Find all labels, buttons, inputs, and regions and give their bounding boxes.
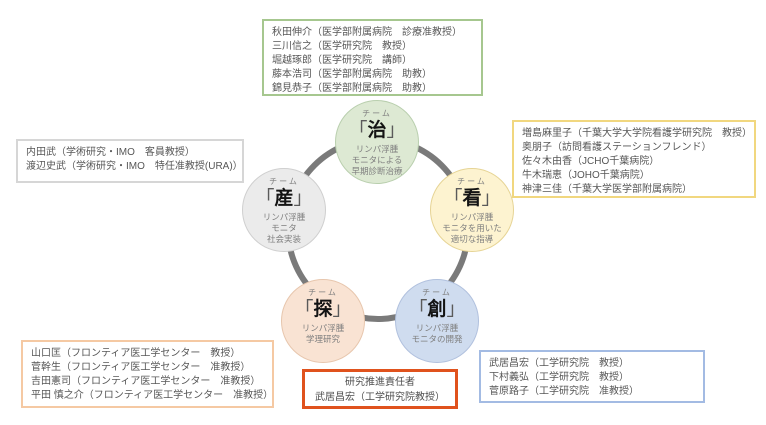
bracket-close: 」 [332, 299, 352, 320]
team-kanji: 探 [313, 299, 333, 320]
desc-line: リンパ浮腫 [415, 323, 459, 333]
team-circle-kan: チーム 「看」 リンパ浮腫 モニタを用いた 適切な指導 [430, 168, 514, 252]
desc-line: 社会実装 [266, 234, 301, 244]
team-label: チーム [457, 177, 487, 186]
member-box-medical: 秋田伸介（医学部附属病院 診療准教授） 三川信之（医学研究院 教授） 堀越琢郎（… [262, 19, 483, 96]
bracket-close: 」 [481, 188, 501, 209]
member-line: 菅原路子（工学研究院 准教授） [489, 386, 639, 397]
member-line: 佐々木由香（JCHO千葉病院） [522, 156, 660, 167]
desc-line: モニタの開発 [411, 334, 463, 344]
team-name: 「創」 [396, 298, 478, 321]
member-line: 堀越琢郎（医学研究院 講師） [272, 55, 412, 66]
member-line: 山口匡（フロンティア医工学センター 教授） [31, 348, 241, 359]
team-kanji: 創 [427, 299, 447, 320]
member-line: 内田武（学術研究・IMO 客員教授） [26, 147, 195, 158]
team-name: 「探」 [282, 298, 364, 321]
team-circle-sou: チーム 「創」 リンパ浮腫 モニタの開発 [395, 279, 479, 363]
member-line: 下村義弘（工学研究院 教授） [489, 372, 629, 383]
team-label: チーム [269, 177, 299, 186]
member-line: 秋田伸介（医学部附属病院 診療准教授） [272, 27, 462, 38]
bracket-close: 」 [386, 120, 406, 141]
desc-line: モニタを用いた [442, 223, 502, 233]
member-line: 牛木瑞恵（JOHO千葉病院） [522, 170, 650, 181]
bracket-open: 「 [443, 188, 463, 209]
member-line: 神津三佳（千葉大学医学部附属病院） [522, 184, 692, 195]
desc-line: リンパ浮腫 [355, 144, 399, 154]
team-name: 「治」 [336, 119, 418, 142]
member-box-imo: 内田武（学術研究・IMO 客員教授） 渡辺史武（学術研究・IMO 特任准教授(U… [16, 139, 244, 183]
bracket-open: 「 [348, 120, 368, 141]
team-description: リンパ浮腫 モニタを用いた 適切な指導 [431, 212, 513, 245]
team-label: チーム [422, 288, 452, 297]
bracket-open: 「 [255, 188, 275, 209]
team-kanji: 産 [274, 188, 294, 209]
member-line: 渡辺史武（学術研究・IMO 特任准教授(URA)） [26, 161, 243, 172]
leader-name: 武居昌宏（工学研究院教授） [315, 392, 445, 403]
bracket-open: 「 [408, 299, 428, 320]
member-line: 増島麻里子（千葉大学大学院看護学研究院 教授） [522, 128, 752, 139]
member-line: 平田 慎之介（フロンティア医工学センター 准教授） [31, 390, 274, 401]
desc-line: モニタ [271, 223, 297, 233]
member-line: 錦見恭子（医学部附属病院 助教） [272, 83, 432, 94]
team-description: リンパ浮腫 モニタ 社会実装 [243, 212, 325, 245]
leader-title: 研究推進責任者 [345, 377, 415, 388]
team-kanji: 治 [367, 120, 387, 141]
team-label: チーム [308, 288, 338, 297]
bracket-close: 」 [293, 188, 313, 209]
team-circle-san: チーム 「産」 リンパ浮腫 モニタ 社会実装 [242, 168, 326, 252]
member-line: 三川信之（医学研究院 教授） [272, 41, 412, 52]
team-name: 「看」 [431, 187, 513, 210]
desc-line: モニタによる [351, 155, 403, 165]
desc-line: 学理研究 [305, 334, 340, 344]
team-description: リンパ浮腫 学理研究 [282, 323, 364, 345]
team-kanji: 看 [462, 188, 482, 209]
bracket-open: 「 [294, 299, 314, 320]
team-label: チーム [362, 109, 392, 118]
desc-line: リンパ浮腫 [301, 323, 345, 333]
team-circle-tan: チーム 「探」 リンパ浮腫 学理研究 [281, 279, 365, 363]
desc-line: 早期診断治療 [351, 166, 403, 176]
desc-line: リンパ浮腫 [262, 212, 306, 222]
team-description: リンパ浮腫 モニタの開発 [396, 323, 478, 345]
desc-line: 適切な指導 [450, 234, 494, 244]
member-line: 奥朋子（訪問看護ステーションフレンド） [522, 142, 712, 153]
team-circle-ji: チーム 「治」 リンパ浮腫 モニタによる 早期診断治療 [335, 100, 419, 184]
member-line: 藤本浩司（医学部附属病院 助教） [272, 69, 432, 80]
member-line: 吉田憲司（フロンティア医工学センター 准教授） [31, 376, 261, 387]
team-description: リンパ浮腫 モニタによる 早期診断治療 [336, 144, 418, 177]
member-line: 菅幹生（フロンティア医工学センター 准教授） [31, 362, 251, 373]
member-box-frontier: 山口匡（フロンティア医工学センター 教授） 菅幹生（フロンティア医工学センター … [21, 340, 274, 408]
member-box-nursing: 増島麻里子（千葉大学大学院看護学研究院 教授） 奥朋子（訪問看護ステーションフレ… [512, 120, 756, 198]
team-name: 「産」 [243, 187, 325, 210]
bracket-close: 」 [446, 299, 466, 320]
leader-box: 研究推進責任者 武居昌宏（工学研究院教授） [302, 369, 458, 409]
member-box-engineering: 武居昌宏（工学研究院 教授） 下村義弘（工学研究院 教授） 菅原路子（工学研究院… [479, 350, 705, 403]
member-line: 武居昌宏（工学研究院 教授） [489, 358, 629, 369]
desc-line: リンパ浮腫 [450, 212, 494, 222]
